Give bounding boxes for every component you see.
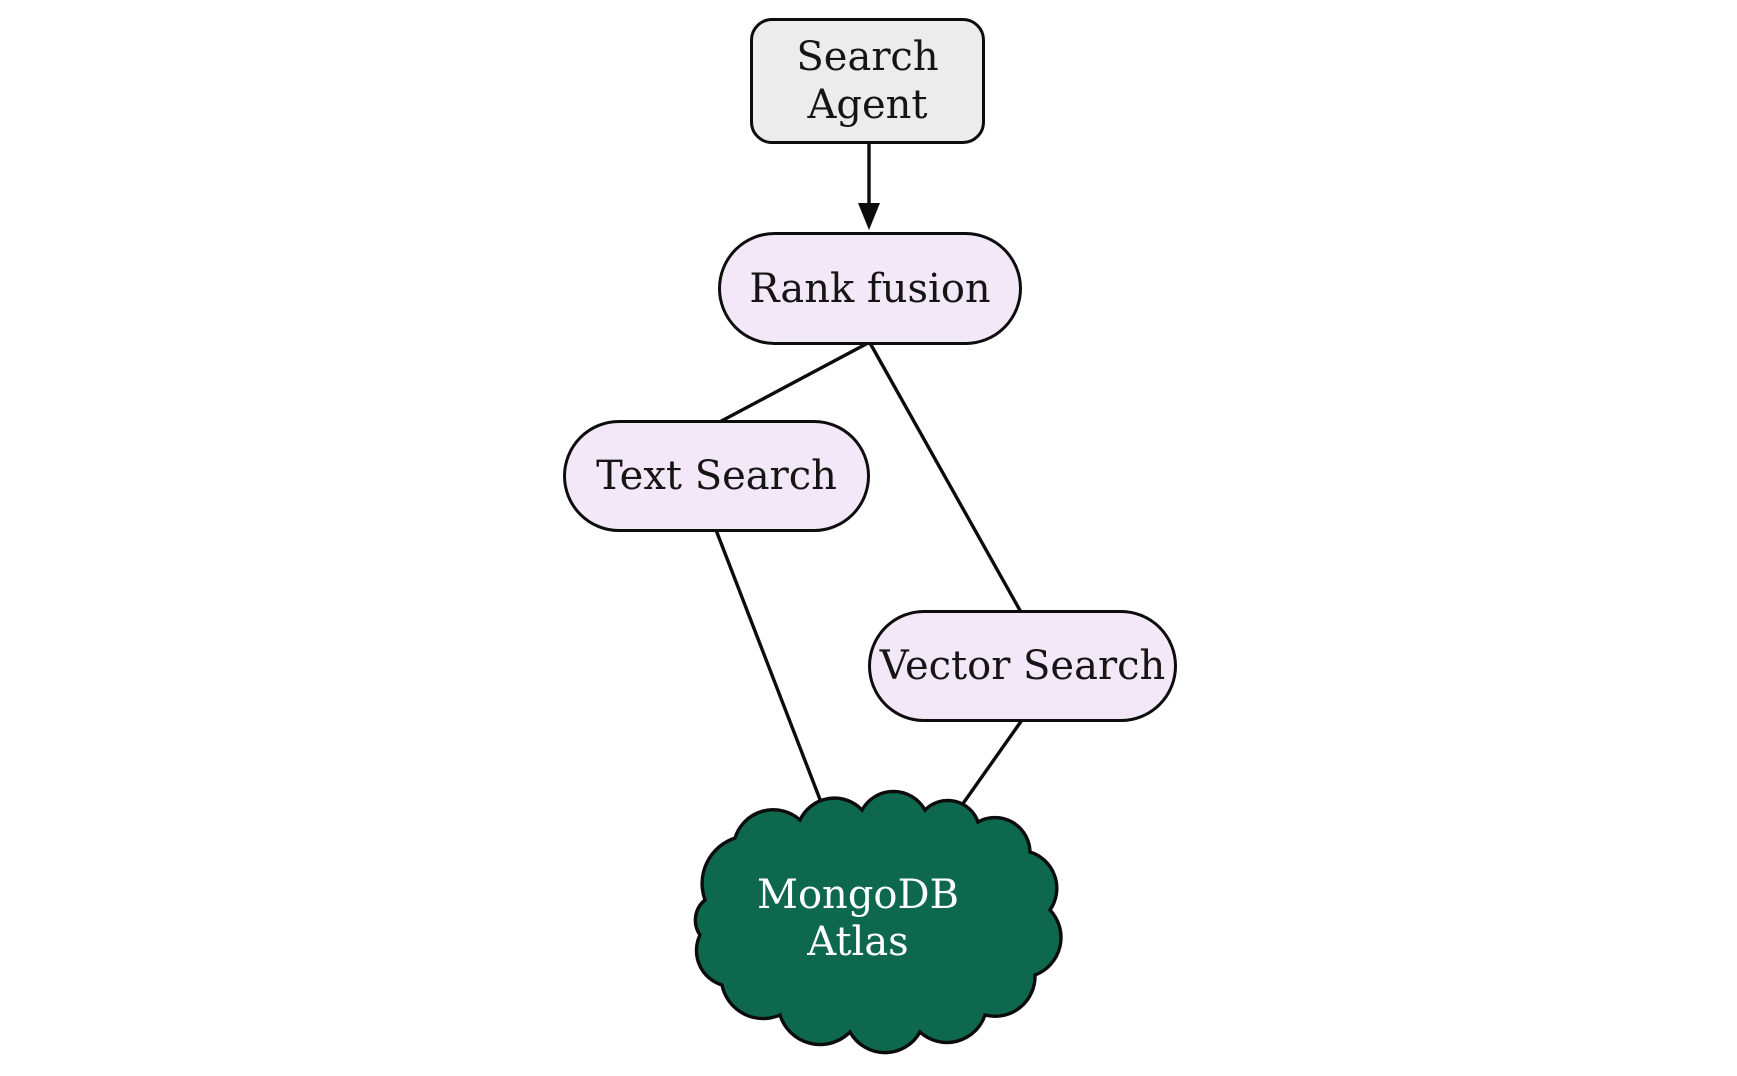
node-mongodb-atlas-label-line2: Atlas <box>807 919 909 966</box>
node-rank-fusion: Rank fusion <box>718 232 1022 345</box>
node-vector-search-label: Vector Search <box>879 643 1166 689</box>
node-mongodb-atlas-label-line1: MongoDB <box>757 872 959 918</box>
mongodb-atlas-cloud-shape <box>693 789 1063 1055</box>
edge-rank-fusion-to-text-search <box>711 341 869 428</box>
arrowhead-down-icon <box>858 203 880 230</box>
node-text-search-label: Text Search <box>596 453 837 499</box>
node-text-search: Text Search <box>563 420 870 532</box>
node-rank-fusion-label: Rank fusion <box>749 265 991 312</box>
node-mongodb-atlas-label: MongoDB Atlas <box>708 872 1008 966</box>
edge-text-search-to-mongodb-atlas <box>714 529 828 816</box>
node-search-agent: Search Agent <box>750 18 985 144</box>
node-search-agent-label-line2: Agent <box>807 82 928 128</box>
node-vector-search: Vector Search <box>868 610 1177 722</box>
edge-vector-search-to-mongodb-atlas <box>960 719 1024 806</box>
node-search-agent-label-line1: Search <box>796 34 939 80</box>
edge-rank-fusion-to-vector-search <box>868 342 1024 615</box>
